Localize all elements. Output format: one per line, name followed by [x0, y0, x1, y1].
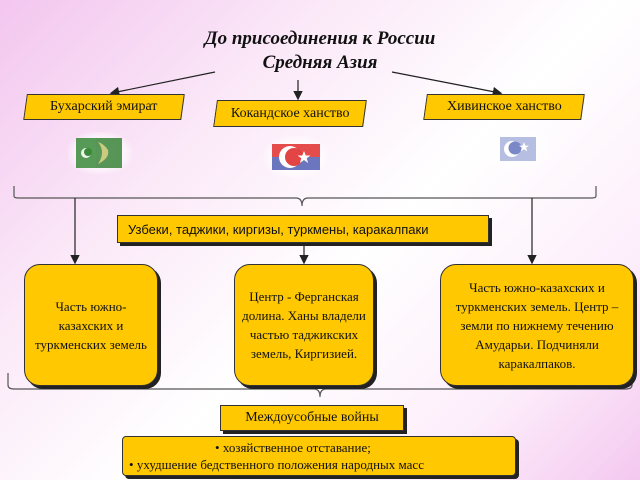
- results-box: • хозяйственное отставание; • ухудшение …: [122, 436, 516, 476]
- bukhara-flag-icon: [68, 132, 132, 174]
- peoples-bar: Узбеки, таджики, киргизы, туркмены, кара…: [117, 215, 489, 243]
- lower-brace: [7, 373, 633, 398]
- result-item: • ухудшение бедственного положения народ…: [129, 457, 424, 472]
- kokand-khanate-box: Кокандское ханство: [213, 100, 367, 127]
- khiva-flag-icon: [486, 128, 550, 170]
- territory-card-bukhara: Часть южно-казахских и туркменских земел…: [24, 264, 158, 386]
- arrow-to-bukhara: [109, 71, 216, 97]
- title-line-2: Средняя Азия: [262, 52, 378, 73]
- territory-card-kokand: Центр - Ферганская долина. Ханы владели …: [234, 264, 374, 386]
- bukhara-emirate-box: Бухарский эмират: [23, 94, 185, 120]
- internecine-wars-box: Междоусобные войны: [220, 405, 404, 431]
- arrow-to-khiva: [391, 71, 503, 97]
- territory-card-khiva: Часть южно-казахских и туркменских земел…: [440, 264, 634, 386]
- khiva-khanate-box: Хивинское ханство: [423, 94, 585, 120]
- kokand-flag-icon: [264, 136, 328, 178]
- upper-brace: [13, 186, 597, 207]
- title-line-1: До присоединения к России: [204, 28, 436, 49]
- result-item: • хозяйственное отставание;: [215, 440, 371, 455]
